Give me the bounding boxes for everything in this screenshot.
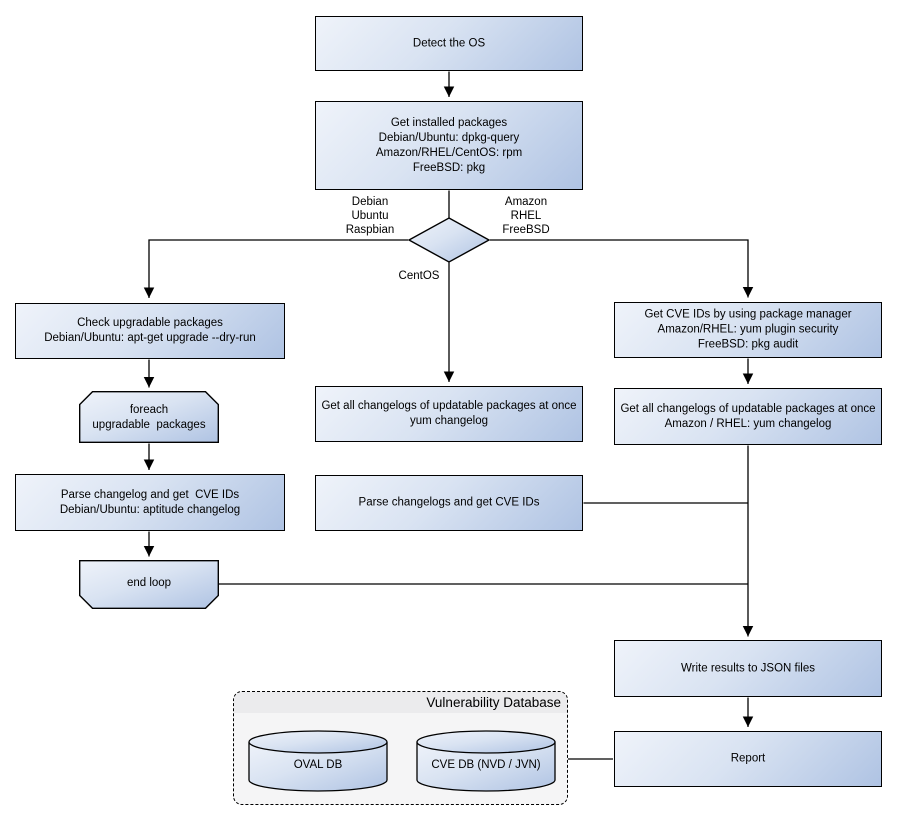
node-label: Parse changelog and get CVE IDs Debian/U… — [59, 488, 241, 516]
branch-label-debian-ubuntu-raspbian: Debian Ubuntu Raspbian — [345, 196, 395, 236]
node-label: Report — [730, 752, 766, 765]
node-parse-changelog-left: Parse changelog and get CVE IDs Debian/U… — [15, 474, 285, 531]
node-report: Report — [614, 731, 882, 787]
flow-edges — [143, 71, 754, 760]
node-label: Get CVE IDs by using package manager Ama… — [644, 308, 852, 351]
branch-label-centos: CentOS — [398, 270, 440, 282]
branch-label-amazon-rhel-freebsd: Amazon RHEL FreeBSD — [502, 196, 550, 236]
node-label: Parse changelogs and get CVE IDs — [358, 496, 540, 509]
node-parse-changelogs-centos: Parse changelogs and get CVE IDs — [315, 475, 583, 531]
node-label: Check upgradable packages Debian/Ubuntu:… — [44, 317, 256, 344]
node-label: foreach upgradable packages — [92, 404, 206, 431]
os-decision-diamond — [407, 217, 491, 263]
node-label: Get installed packages Debian/Ubuntu: dp… — [375, 116, 523, 174]
oval-db-cylinder — [248, 730, 388, 792]
vulnerability-database-title: Vulnerability Database — [426, 695, 561, 710]
node-get-installed-packages: Get installed packages Debian/Ubuntu: dp… — [315, 101, 583, 190]
vulnerability-database-container: Vulnerability Database OVAL DB CVE DB (N… — [233, 691, 568, 805]
node-get-changelogs-centos: Get all changelogs of updatable packages… — [315, 386, 583, 442]
vulnerability-database-header: Vulnerability Database — [234, 692, 567, 713]
node-label: Detect the OS — [412, 37, 486, 49]
node-write-results-json: Write results to JSON files — [614, 640, 882, 697]
node-label: Get all changelogs of updatable packages… — [321, 400, 577, 427]
cve-db-cylinder — [416, 730, 556, 792]
node-detect-os: Detect the OS — [315, 16, 583, 71]
node-get-changelogs-right: Get all changelogs of updatable packages… — [614, 388, 882, 445]
oval-db-label: OVAL DB — [293, 759, 343, 771]
flow-edge — [490, 239, 754, 298]
node-label: Write results to JSON files — [681, 662, 815, 674]
node-get-cve-ids-package-manager: Get CVE IDs by using package manager Ama… — [614, 302, 882, 358]
node-label: Get all changelogs of updatable packages… — [620, 402, 876, 430]
node-end-loop-shape — [79, 560, 219, 609]
cve-db-label: CVE DB (NVD / JVN) — [431, 759, 541, 771]
node-foreach-loop-shape — [79, 391, 219, 443]
flow-edge — [143, 239, 408, 298]
node-check-upgradable-packages: Check upgradable packages Debian/Ubuntu:… — [15, 303, 285, 359]
node-label: end loop — [126, 577, 172, 589]
